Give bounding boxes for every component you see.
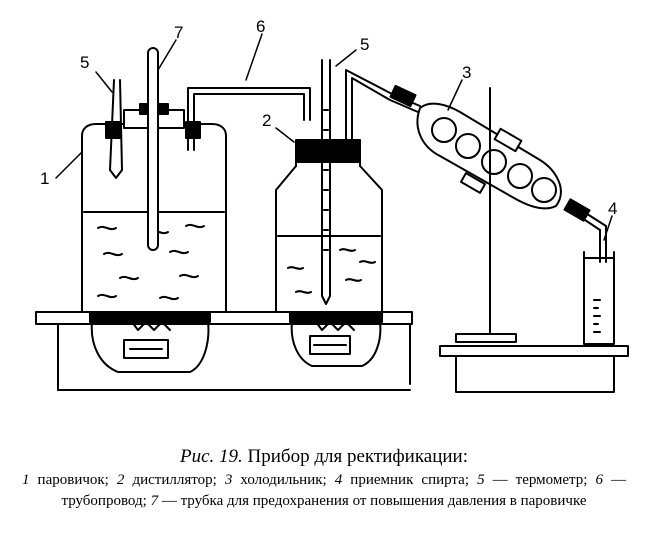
legend-number: 3 bbox=[224, 472, 233, 488]
legend-item: 4 приемник спирта; bbox=[335, 472, 469, 488]
thermometer-right bbox=[321, 59, 331, 305]
label-3: 3 bbox=[462, 63, 471, 82]
caption-figure-number: Рис. 19. bbox=[179, 446, 243, 467]
right-table bbox=[439, 345, 629, 393]
figure-labels: 1 5 7 6 2 5 3 4 bbox=[40, 17, 617, 218]
legend-text: — термометр; bbox=[484, 472, 588, 488]
legend-text: паровичок; bbox=[29, 472, 109, 488]
legend-text: — трубопровод; bbox=[61, 472, 627, 509]
legend-item: 2 дистиллятор; bbox=[117, 472, 217, 488]
caption-title: Рис. 19. Прибор для ректификации: bbox=[22, 445, 626, 469]
label-1: 1 bbox=[40, 169, 49, 188]
legend-text: холодильник; bbox=[232, 472, 327, 488]
figure-caption: Рис. 19. Прибор для ректификации: 1 паро… bbox=[22, 445, 626, 512]
burner-left bbox=[89, 311, 211, 373]
legend-item: 6 — трубопровод; bbox=[61, 472, 626, 509]
burner-right bbox=[289, 311, 383, 367]
legend-number: 7 bbox=[150, 493, 159, 509]
lab-stand bbox=[455, 87, 517, 343]
safety-tube bbox=[147, 47, 159, 251]
legend-item: 1 паровичок; bbox=[22, 472, 109, 488]
thermometer-left bbox=[109, 79, 123, 179]
condenser bbox=[416, 102, 607, 263]
legend-item: 3 холодильник; bbox=[225, 472, 327, 488]
caption-legend: 1 паровичок; 2 дистиллятор; 3 холодильни… bbox=[22, 470, 626, 512]
legend-number: 2 bbox=[116, 472, 125, 488]
legend-text: — трубка для предохранения от повышения … bbox=[158, 493, 587, 509]
label-4: 4 bbox=[608, 199, 617, 218]
caption-title-text: Прибор для ректификации: bbox=[247, 446, 468, 467]
label-6: 6 bbox=[256, 17, 265, 36]
receiver-cylinder bbox=[583, 251, 615, 345]
legend-item: 5 — термометр; bbox=[477, 472, 587, 488]
rectification-apparatus-diagram: 1 5 7 6 2 5 3 4 bbox=[35, 17, 629, 393]
legend-number: 4 bbox=[334, 472, 343, 488]
legend-number: 5 bbox=[477, 472, 485, 488]
pipeline bbox=[187, 87, 311, 151]
legend-text: дистиллятор; bbox=[124, 472, 217, 488]
vapor-tube bbox=[345, 69, 421, 157]
label-2: 2 bbox=[262, 111, 271, 130]
leader-lines bbox=[55, 33, 613, 241]
label-7: 7 bbox=[174, 23, 183, 42]
label-5-right: 5 bbox=[360, 35, 369, 54]
legend-item: 7 — трубка для предохранения от повышени… bbox=[151, 493, 587, 509]
label-5-left: 5 bbox=[80, 53, 89, 72]
legend-text: приемник спирта; bbox=[342, 472, 469, 488]
legend-number: 1 bbox=[22, 472, 30, 488]
legend-number: 6 bbox=[595, 472, 604, 488]
